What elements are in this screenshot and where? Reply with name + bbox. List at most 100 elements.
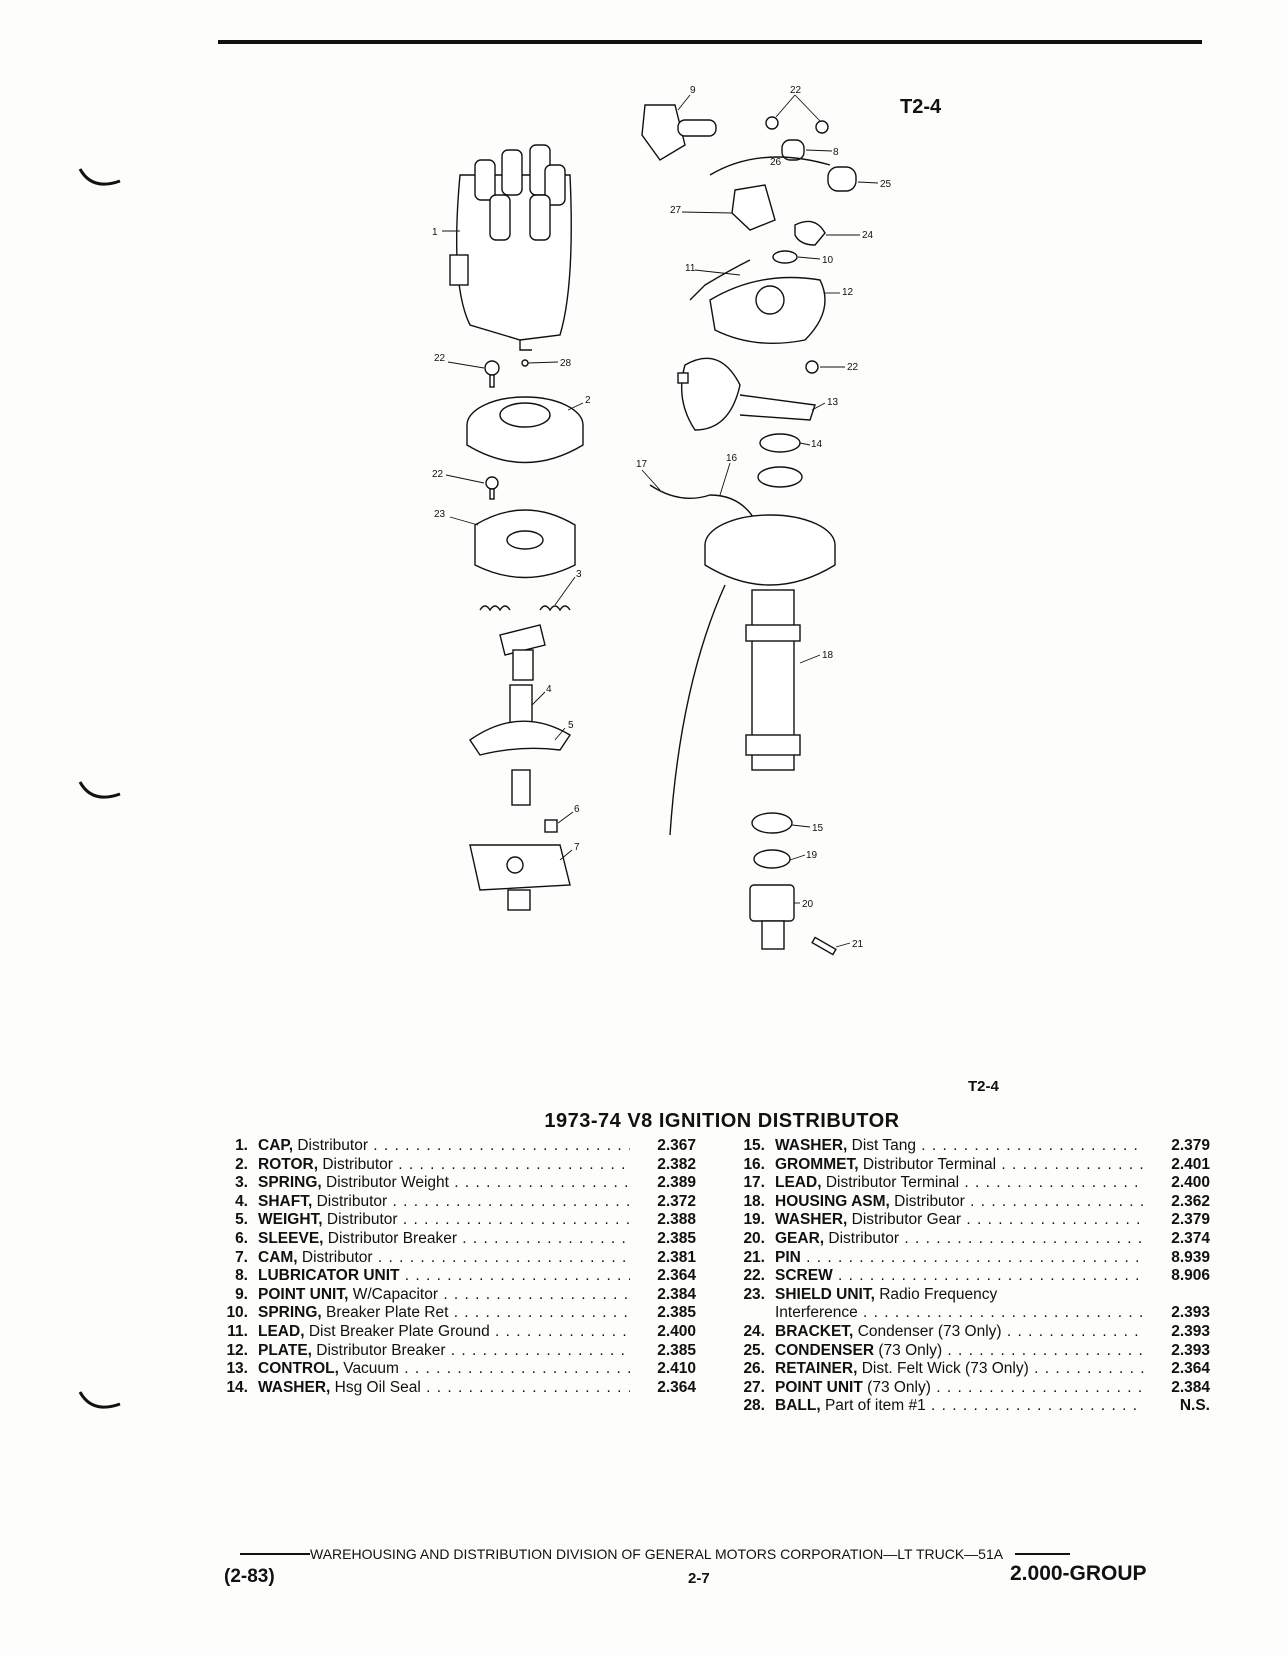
group-number: 2.379 — [1171, 1211, 1210, 1229]
callout-14: 14 — [811, 439, 823, 450]
sleeve — [544, 819, 558, 833]
distributor-weight — [469, 720, 571, 756]
item-number: 8. — [235, 1267, 248, 1285]
vacuum-control — [677, 357, 816, 431]
group-number: 2.401 — [1171, 1155, 1210, 1173]
parts-row: 21.PIN8.939 — [735, 1249, 1210, 1268]
part-detail: Distributor — [301, 1248, 373, 1266]
group-number: 2.393 — [1171, 1304, 1210, 1322]
parts-row: 10. SPRING, Breaker Plate Ret 2.385 — [218, 1304, 696, 1323]
parts-row: 17.LEAD, Distributor Terminal2.400 — [735, 1174, 1210, 1193]
part-detail: Distributor Terminal — [862, 1155, 997, 1173]
item-number: 26. — [743, 1360, 765, 1378]
group-number: 2.385 — [657, 1304, 696, 1322]
item-number: 18. — [743, 1192, 765, 1210]
part-detail: Part of item #1 — [824, 1397, 926, 1415]
parts-row: 4.SHAFT, Distributor2.372 — [218, 1193, 696, 1212]
gear-washer — [753, 849, 791, 869]
part-detail: Vacuum — [343, 1360, 399, 1378]
distributor-cap — [449, 144, 572, 351]
item-description: BRACKET, Condenser (73 Only) — [775, 1323, 1144, 1342]
parts-row: 24.BRACKET, Condenser (73 Only)2.393 — [735, 1323, 1210, 1342]
part-name: CONDENSER — [775, 1341, 875, 1359]
parts-row: 2.ROTOR, Distributor2.382 — [218, 1156, 696, 1175]
group-number: 2.388 — [657, 1211, 696, 1229]
item-number: 6. — [235, 1229, 248, 1247]
terminal-lead — [649, 484, 756, 521]
parts-row: 26.RETAINER, Dist. Felt Wick (73 Only)2.… — [735, 1360, 1210, 1379]
item-description: POINT UNIT (73 Only) — [775, 1379, 1144, 1398]
callout-3: 3 — [576, 569, 582, 580]
item-number: 16. — [743, 1155, 765, 1173]
part-name: POINT UNIT — [775, 1378, 863, 1396]
page-number: 2-7 — [688, 1570, 710, 1587]
group-number: 8.906 — [1171, 1267, 1210, 1285]
item-number: 20. — [743, 1229, 765, 1247]
callout-5: 5 — [568, 720, 574, 731]
group-number: 2.384 — [657, 1285, 696, 1303]
callout-2: 2 — [585, 395, 591, 406]
item-description: LEAD, Dist Breaker Plate Ground — [258, 1323, 630, 1342]
item-description: Interference — [775, 1304, 1144, 1323]
part-name: CAP, — [258, 1137, 294, 1154]
item-number: 4. — [235, 1192, 248, 1210]
part-detail: Distributor — [894, 1192, 965, 1210]
exploded-distributor-diagram: 1 22 28 2 22 23 3 4 5 6 7 9 22 26 8 25 2… — [432, 85, 892, 956]
parts-row: 25.CONDENSER (73 Only)2.393 — [735, 1342, 1210, 1361]
footer-rule — [1015, 1553, 1071, 1555]
part-name: GROMMET, — [775, 1155, 859, 1173]
parts-row: 15.WASHER, Dist Tang2.379 — [735, 1137, 1210, 1156]
item-number: 21. — [743, 1248, 765, 1266]
parts-row: 11.LEAD, Dist Breaker Plate Ground2.400 — [218, 1323, 696, 1342]
group-number: 2.367 — [657, 1137, 696, 1154]
part-detail: Distributor — [326, 1211, 398, 1229]
tang-washer — [751, 812, 793, 834]
parts-row: 18.HOUSING ASM, Distributor2.362 — [735, 1193, 1210, 1212]
callout-8: 8 — [833, 147, 839, 158]
breaker-plate — [709, 276, 826, 344]
footer-publisher-line: WAREHOUSING AND DISTRIBUTION DIVISION OF… — [240, 1546, 1182, 1562]
item-description: SCREW — [775, 1267, 1144, 1286]
callout-12: 12 — [842, 287, 854, 298]
part-detail: W/Capacitor — [352, 1285, 439, 1303]
part-name: RETAINER, — [775, 1360, 858, 1378]
part-detail: Dist. Felt Wick (73 Only) — [861, 1360, 1029, 1378]
parts-row: 13.CONTROL, Vacuum2.410 — [218, 1360, 696, 1379]
lead-wire — [669, 584, 726, 836]
item-number: 15. — [743, 1137, 765, 1154]
item-description: WASHER, Distributor Gear — [775, 1211, 1144, 1230]
figure-label: T2-4 — [900, 96, 942, 118]
item-number: 19. — [743, 1211, 765, 1229]
binder-mark — [78, 781, 121, 799]
item-description: WEIGHT, Distributor — [258, 1211, 630, 1230]
part-detail: Distributor Breaker — [327, 1229, 457, 1247]
item-number: 7. — [235, 1248, 248, 1266]
group-number: N.S. — [1179, 1397, 1210, 1415]
item-number: 1. — [235, 1137, 248, 1154]
callout-22: 22 — [847, 362, 859, 373]
part-name: SPRING, — [258, 1304, 322, 1322]
footer-rule — [240, 1553, 310, 1555]
parts-row: 22.SCREW8.906 — [735, 1267, 1210, 1286]
distributor-housing — [704, 514, 836, 771]
part-name: SLEEVE, — [258, 1229, 324, 1247]
group-number: 2.385 — [657, 1341, 696, 1359]
item-number: 13. — [226, 1360, 248, 1378]
rotor — [466, 396, 584, 464]
item-description: SPRING, Breaker Plate Ret — [258, 1304, 630, 1323]
oil-seal-washer — [759, 433, 801, 453]
parts-row: 23.SHIELD UNIT, Radio Frequency — [735, 1286, 1210, 1305]
callout-11: 11 — [685, 263, 696, 274]
part-detail: Distributor — [297, 1137, 368, 1154]
callout-27: 27 — [670, 205, 682, 216]
item-number: 10. — [226, 1304, 248, 1322]
callout-22: 22 — [790, 85, 802, 96]
screw — [765, 116, 779, 130]
item-description: SLEEVE, Distributor Breaker — [258, 1230, 630, 1249]
part-detail: Distributor Gear — [851, 1211, 962, 1229]
item-description: HOUSING ASM, Distributor — [775, 1193, 1144, 1212]
group-number: 2.384 — [1171, 1378, 1210, 1396]
group-number: 2.393 — [1171, 1322, 1210, 1340]
callout-10: 10 — [822, 255, 834, 266]
